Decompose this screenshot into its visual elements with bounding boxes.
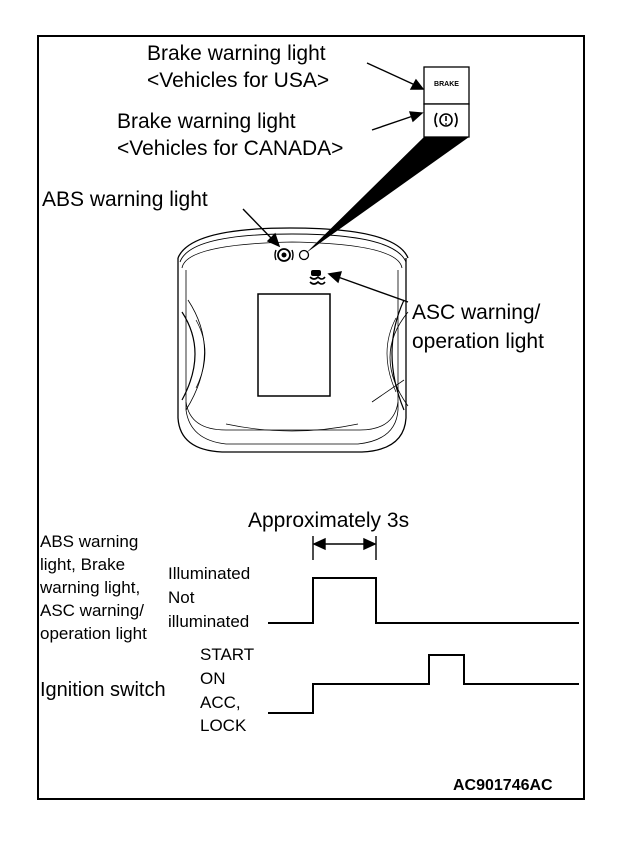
brake-callout-wedge	[306, 137, 469, 253]
brake-lamp-icon	[298, 249, 310, 261]
asc-label-line2: operation light	[412, 330, 544, 353]
ignition-state-acc: ACC,	[200, 693, 241, 712]
brake-usa-label-line2: <Vehicles for USA>	[147, 69, 330, 92]
right-gauge	[371, 299, 409, 411]
ignition-switch-label: Ignition switch	[40, 679, 166, 701]
abs-warning-label: ABS warning light	[42, 188, 208, 211]
abs-lamp-icon	[274, 248, 294, 262]
leader-arrows	[242, 62, 425, 303]
lamp-signal-line3: warning light,	[40, 578, 141, 597]
left-gauge	[181, 299, 206, 411]
state-not-line1: Not	[168, 588, 195, 607]
duration-label: Approximately 3s	[248, 509, 410, 532]
lamp-signal-line4: ASC warning/	[40, 601, 144, 620]
lamp-signal-line5: operation light	[40, 624, 147, 643]
state-not-line2: illuminated	[168, 612, 250, 631]
figure-code: AC901746AC	[453, 777, 553, 794]
asc-label-line1: ASC warning/	[412, 301, 541, 324]
lamp-signal-line1: ABS warning	[40, 532, 139, 551]
ignition-state-start: START	[200, 645, 255, 664]
ignition-waveform	[268, 654, 579, 714]
brake-canada-symbol	[434, 112, 458, 128]
figure-frame	[37, 35, 585, 800]
brake-usa-box	[423, 66, 470, 105]
lamp-waveform	[268, 577, 579, 624]
brake-canada-label-line1: Brake warning light	[117, 110, 296, 133]
asc-lamp-icon	[309, 270, 326, 285]
ignition-state-on: ON	[200, 669, 226, 688]
instrument-cluster	[177, 227, 409, 453]
ignition-state-lock: LOCK	[200, 716, 247, 735]
duration-arrow	[312, 536, 377, 560]
state-illuminated: Illuminated	[168, 564, 251, 583]
center-display	[257, 293, 331, 397]
brake-canada-label-line2: <Vehicles for CANADA>	[117, 137, 344, 160]
brake-usa-label-line1: Brake warning light	[147, 42, 326, 65]
brake-usa-icon-text: BRAKE	[434, 81, 459, 88]
lamp-signal-line2: light, Brake	[40, 555, 126, 574]
